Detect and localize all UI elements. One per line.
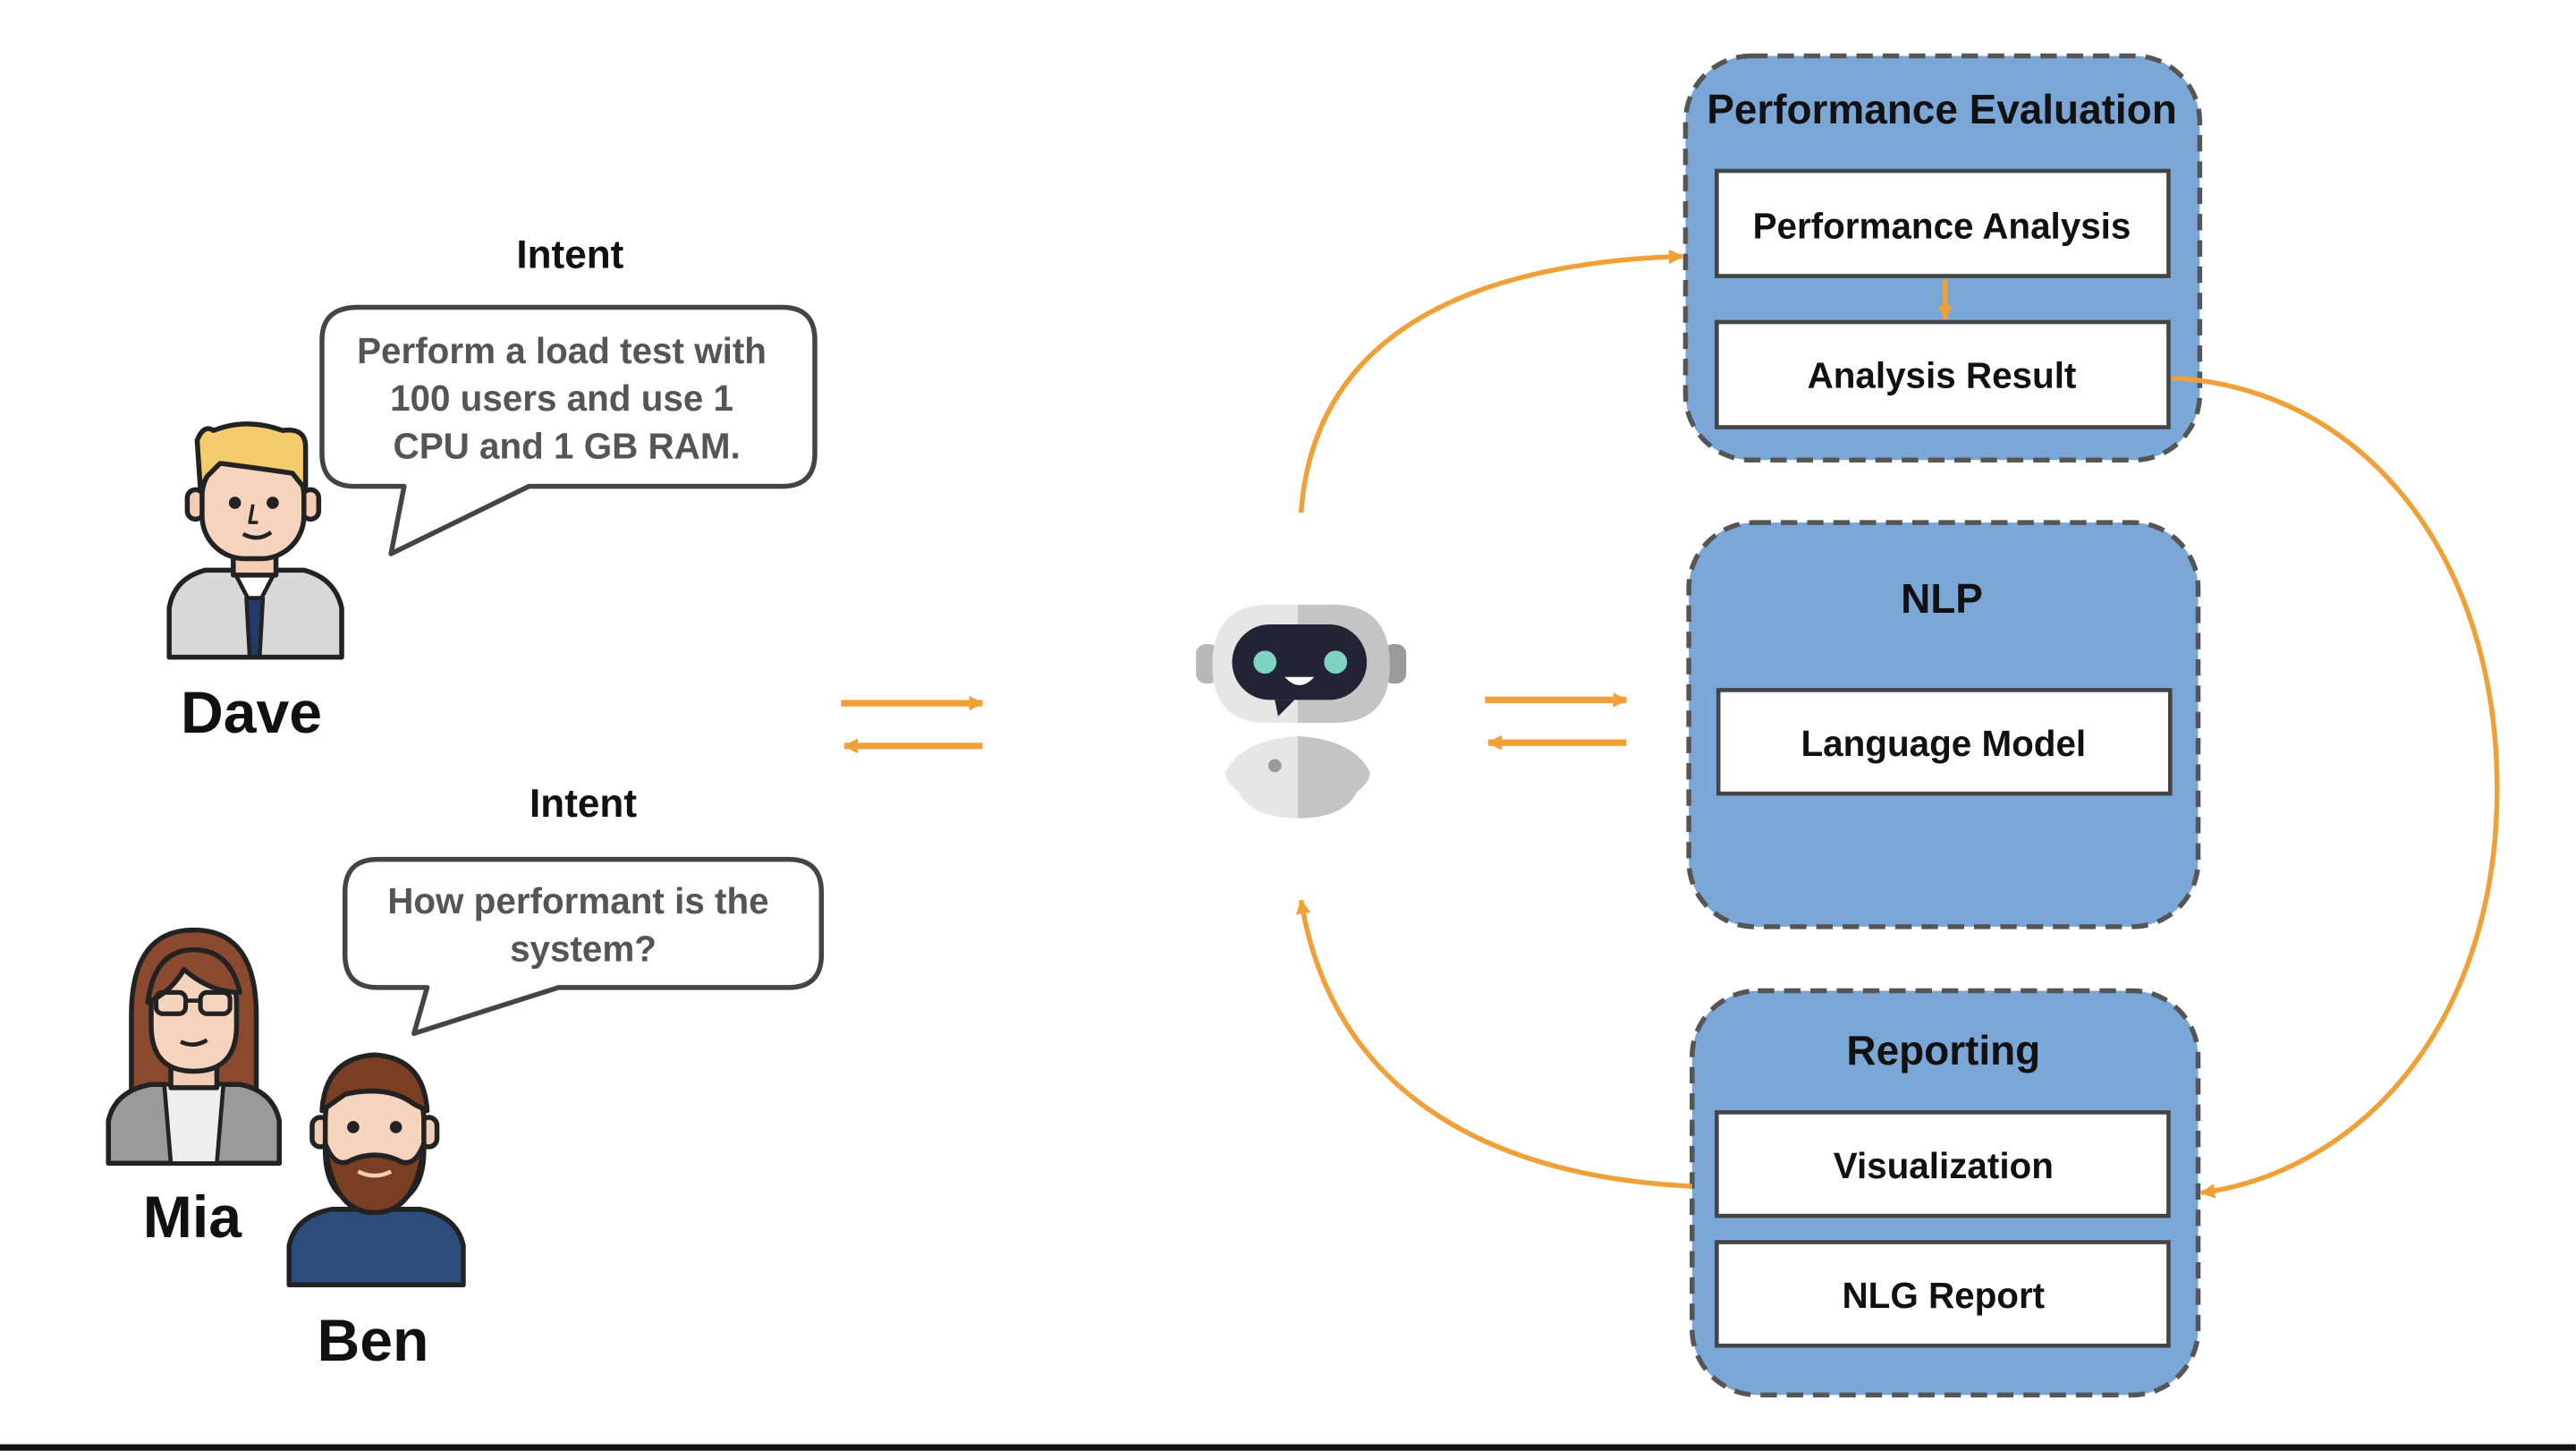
dave-name: Dave: [181, 680, 322, 746]
ben-avatar-icon: [286, 1052, 466, 1288]
item-label: Performance Analysis: [1753, 205, 2131, 246]
module-title: Reporting: [1846, 1027, 2040, 1073]
mia-avatar-icon: [106, 927, 282, 1167]
item-analysis-result: Analysis Result: [1715, 319, 2171, 429]
item-nlg-report: NLG Report: [1715, 1240, 2171, 1348]
item-label: Analysis Result: [1808, 354, 2077, 395]
flow-curves: [1295, 249, 2500, 1199]
chatbot-robot-icon: [1196, 604, 1407, 819]
module-reporting: Reporting Visualization NLG Report: [1690, 988, 2201, 1398]
svg-text:Perform a load test with: Perform a load test with 100 users and u…: [357, 330, 776, 467]
intent-title-dave: Intent: [516, 233, 623, 276]
speech-bubble-mia-ben: How performant is the system?: [342, 856, 825, 1037]
intent-text-line: 100 users and use 1: [390, 378, 733, 419]
ben-name: Ben: [317, 1308, 428, 1374]
module-title: Performance Evaluation: [1707, 86, 2177, 132]
item-label: NLG Report: [1842, 1275, 2045, 1316]
module-nlp: NLP Language Model: [1686, 520, 2201, 929]
intent-text-line: system?: [510, 928, 657, 969]
item-language-model: Language Model: [1716, 688, 2173, 796]
speech-bubble-dave: Perform a load test with 100 users and u…: [319, 304, 818, 556]
intent-title-mia-ben: Intent: [530, 782, 637, 826]
intent-text-line: Perform a load test with: [357, 330, 767, 371]
item-label: Visualization: [1834, 1145, 2054, 1186]
item-label: Language Model: [1801, 723, 2086, 764]
exchange-arrows-users-bot: [841, 695, 984, 754]
intent-text-line: CPU and 1 GB RAM.: [394, 425, 741, 466]
item-visualization: Visualization: [1715, 1110, 2171, 1218]
module-title: NLP: [1901, 575, 1983, 622]
bottom-border: [0, 1444, 2576, 1451]
flow-reporting-to-bot: [1295, 898, 1692, 1189]
intent-text-line: How performant is the: [387, 880, 768, 921]
mia-name: Mia: [143, 1184, 242, 1251]
exchange-arrows-bot-nlp: [1485, 692, 1628, 751]
flow-result-to-reporting: [2171, 375, 2500, 1199]
module-performance-evaluation: Performance Evaluation Performance Analy…: [1682, 53, 2203, 463]
item-performance-analysis: Performance Analysis: [1715, 168, 2171, 278]
dave-avatar-icon: [166, 421, 344, 660]
flow-bot-to-evaluation: [1298, 249, 1684, 513]
svg-text:How performant is the sy: How performant is the system?: [387, 880, 779, 969]
